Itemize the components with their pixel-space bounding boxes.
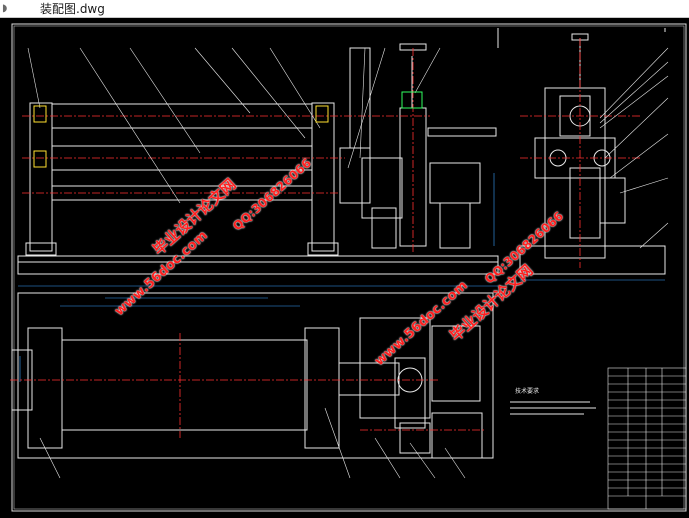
tech-requirements-lines (510, 401, 596, 415)
assembly-drawing: 技术要求 (10, 23, 687, 512)
side-frame (544, 87, 606, 259)
green-bearing-block (401, 91, 423, 109)
base-bed (17, 255, 499, 275)
front-view (17, 43, 499, 275)
left-bearing (33, 105, 47, 123)
dimension-lines (18, 173, 665, 382)
plan-motor (431, 325, 481, 402)
plan-left-bearing-housing (27, 327, 63, 449)
side-centerlines (520, 38, 640, 268)
motor (429, 162, 481, 204)
side-base (519, 245, 666, 275)
front-leaders (27, 47, 441, 204)
drawing-border (13, 25, 685, 510)
coupling (339, 147, 371, 204)
document-icon: ◗ (2, 3, 8, 14)
right-frame (311, 102, 335, 252)
window-titlebar: ◗ 装配图.dwg (0, 0, 689, 18)
left-frame (29, 102, 53, 252)
front-centerlines (22, 48, 430, 253)
plan-outline (17, 292, 494, 459)
plan-view (11, 292, 494, 459)
right-bearing (315, 105, 329, 123)
plan-centerlines (10, 333, 485, 438)
side-leaders (599, 47, 669, 249)
parts-list-table (607, 367, 687, 510)
plan-right-bearing-housing (304, 327, 340, 449)
plan-gearbox (394, 357, 426, 429)
window-title: 装配图.dwg (40, 2, 105, 16)
tech-requirements-title: 技术要求 (515, 387, 539, 395)
plan-leaders (39, 407, 466, 479)
cad-drawing-canvas[interactable]: 技术要求 (0, 18, 689, 514)
side-view (497, 28, 666, 275)
reducer (361, 157, 403, 219)
drawing-frame (11, 23, 687, 512)
plan-roll (61, 339, 308, 431)
